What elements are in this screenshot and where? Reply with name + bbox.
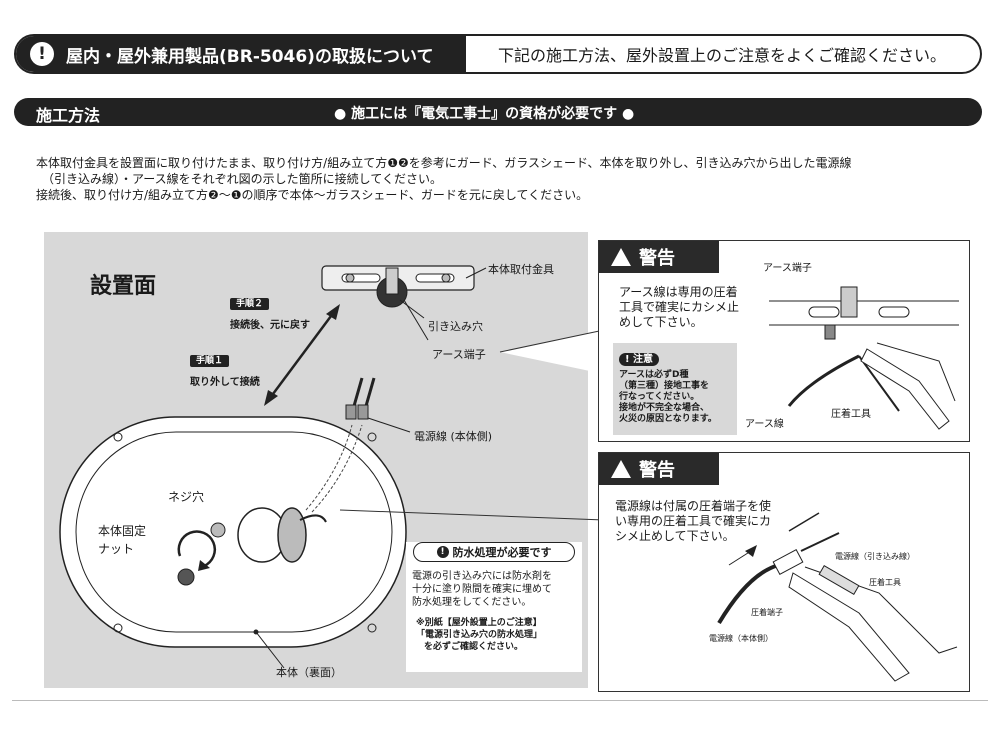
warning-triangle-icon (611, 248, 631, 266)
surface-label: 設置面 (90, 274, 157, 299)
warning2-text-2: い専用の圧着工具で確実にカ (615, 514, 772, 528)
warning-triangle-icon (611, 460, 631, 478)
warning1-tool-label: 圧着工具 (831, 409, 871, 420)
body-label: 本体（裏面） (276, 666, 342, 679)
warning1-terminal-label: アース端子 (763, 263, 812, 274)
warning2-text-3: シメ止めして下さい。 (615, 529, 735, 543)
page-header: ! 屋内・屋外兼用製品(BR-5046)の取扱について 下記の施工方法、屋外設置… (14, 34, 982, 74)
step-arrow (264, 304, 340, 406)
intro-line-2: （引き込み線）・アース線をそれぞれ図の示した箇所に接続してください。 (42, 172, 442, 186)
screw-hole (210, 522, 226, 538)
step1-badge: 手順１ (190, 355, 230, 367)
caution-line-1: アースは必ずD種 (619, 370, 689, 380)
waterproof-body-1: 電源の引き込み穴には防水剤を (412, 571, 552, 582)
body-plate (59, 416, 407, 648)
step2-label: 手順２ 接続後、元に戻す (230, 291, 310, 331)
warning2-text: 電源線は付属の圧着端子を使 い専用の圧着工具で確実にカ シメ止めして下さい。 (615, 499, 771, 544)
warning2-title-block: 警告 (599, 453, 719, 485)
warning2-text-1: 電源線は付属の圧着端子を使 (615, 499, 772, 513)
waterproof-ref-3: を必ずご確認ください。 (424, 642, 524, 652)
nut-label: 本体固定 ナット (98, 522, 146, 558)
body-fixing-nut (177, 568, 195, 586)
exclamation-icon: ! (436, 546, 449, 558)
intro-line-3: 接続後、取り付け方/組み立て方❷～❶の順序で本体～ガラスシェード、ガードを元に戻… (36, 188, 589, 202)
warning1-text-2: 工具で確実にカシメ止 (619, 300, 740, 314)
caution-line-4: 接地が不完全な場合、 (619, 403, 710, 413)
section-title: 施工方法 (36, 106, 101, 125)
caution-line-2: （第三種）接地工事を (619, 381, 710, 391)
power-crimp-illustration (717, 512, 958, 682)
waterproof-note: ! 防水処理が必要です 電源の引き込み穴には防水剤を 十分に塗り隙間を確実に埋め… (406, 542, 582, 672)
warning1-text-1: アース線は専用の圧着 (619, 285, 738, 299)
earth-terminal-label: アース端子 (432, 348, 486, 361)
nut-label-line-2: ナット (98, 542, 135, 556)
caution-line-3: 行なってください。 (619, 392, 700, 402)
warning2-body-wire-label: 電源線（本体側） (709, 634, 773, 643)
caution-badge: ! 注意 (619, 353, 660, 366)
power-wire-leader (367, 417, 411, 433)
warning2-terminal-label: 圧着端子 (751, 608, 783, 617)
lamp-socket (237, 424, 363, 563)
hole-label: 引き込み穴 (428, 320, 483, 333)
warning2-title: 警告 (639, 460, 675, 481)
mounting-bracket (321, 265, 475, 308)
step2-text: 接続後、元に戻す (230, 320, 310, 331)
warning1-text: アース線は専用の圧着 工具で確実にカシメ止 めして下さい。 (619, 285, 739, 330)
intro-text: 本体取付金具を設置面に取り付けたまま、取り付け方/組み立て方❶❷を参考にガード、… (36, 155, 976, 203)
step1-text: 取り外して接続 (190, 377, 260, 388)
hole-leader (399, 299, 425, 319)
power-wire-label: 電源線 (本体側) (414, 430, 493, 443)
earth-terminal-leader (403, 299, 429, 341)
callout-pointer-1 (499, 329, 605, 374)
warning1-title: 警告 (639, 248, 675, 269)
caution-box: ! 注意 アースは必ずD種 （第三種）接地工事を 行なってください。 接地が不完… (613, 343, 737, 435)
warning-box-earth: 警告 アース線は専用の圧着 工具で確実にカシメ止 めして下さい。 ! 注意 アー… (598, 240, 970, 442)
step2-badge: 手順２ (230, 298, 270, 310)
bracket-label: 本体取付金具 (488, 263, 554, 276)
bracket-leader (465, 267, 487, 279)
caution-title: 注意 (633, 354, 654, 365)
intro-line-1: 本体取付金具を設置面に取り付けたまま、取り付け方/組み立て方❶❷を参考にガード、… (36, 156, 852, 170)
warning1-text-3: めして下さい。 (619, 315, 703, 329)
warning-box-power: 警告 電源線は付属の圧着端子を使 い専用の圧着工具で確実にカ シメ止めして下さい… (598, 452, 970, 692)
content-frame (12, 140, 988, 701)
waterproof-ref-1: ※別紙【屋外設置上のご注意】 (416, 618, 542, 628)
header-title-block: ! 屋内・屋外兼用製品(BR-5046)の取扱について (16, 36, 466, 72)
rotate-arrow-icon (177, 530, 217, 568)
waterproof-ref-2: 「電源引き込み穴の防水処理」 (416, 630, 543, 640)
warning1-wire-label: アース線 (745, 419, 784, 430)
screw-hole-label: ネジ穴 (168, 490, 205, 504)
waterproof-title: 防水処理が必要です (452, 546, 552, 559)
caution-line-5: 火災の原因となります。 (619, 414, 717, 424)
exclamation-icon: ! (30, 42, 54, 66)
warning2-tool-label: 圧着工具 (869, 578, 901, 587)
power-wire-body-side (345, 377, 376, 420)
step1-label: 手順１ 取り外して接続 (190, 348, 260, 388)
header-subtitle: 下記の施工方法、屋外設置上のご注意をよくご確認ください。 (498, 46, 947, 65)
header-title: 屋内・屋外兼用製品(BR-5046)の取扱について (66, 46, 434, 67)
section-requirement: ● 施工には『電気工事士』の資格が必要です ● (334, 106, 635, 122)
warning2-lead-label: 電源線（引き込み線） (835, 552, 915, 561)
body-leader (255, 631, 285, 669)
waterproof-body-2: 十分に塗り隙間を確実に埋めて (412, 584, 552, 595)
earth-crimp-illustration (769, 286, 959, 430)
waterproof-body-3: 防水処理をしてください。 (412, 597, 532, 608)
warning-title-block: 警告 (599, 241, 719, 273)
section-bar: 施工方法 ● 施工には『電気工事士』の資格が必要です ● (14, 98, 982, 126)
nut-label-line-1: 本体固定 (98, 524, 147, 538)
rotate-arrow-head-icon (198, 560, 210, 571)
